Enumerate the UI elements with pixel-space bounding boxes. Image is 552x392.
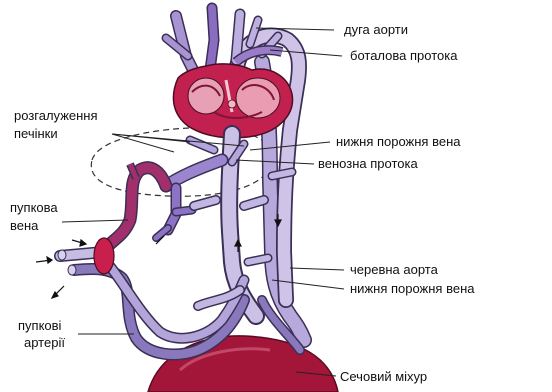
label-aortic-arch: дуга аорти <box>344 22 408 37</box>
label-bladder: Сечовий міхур <box>340 369 427 384</box>
label-umbilical-arteries-1: пупкові <box>18 318 62 333</box>
label-umbilical-vein-1: пупкова <box>10 200 58 215</box>
ductus-venosus <box>166 160 222 186</box>
label-ductus-arteriosus: боталова протока <box>350 48 458 63</box>
label-umbilical-arteries-2: артерії <box>24 335 65 350</box>
label-umbilical-vein-2: вена <box>10 218 39 233</box>
label-inferior-vena-cava-upper: нижня порожня вена <box>336 134 461 149</box>
label-ductus-venosus: венозна протока <box>318 156 418 171</box>
label-liver-branches-1: розгалуження <box>14 108 98 123</box>
umbilical-vein <box>60 164 166 256</box>
label-abdominal-aorta: черевна аорта <box>350 262 439 277</box>
label-liver-branches-2: печінки <box>14 126 58 141</box>
label-inferior-vena-cava-lower: нижня порожня вена <box>350 281 475 296</box>
